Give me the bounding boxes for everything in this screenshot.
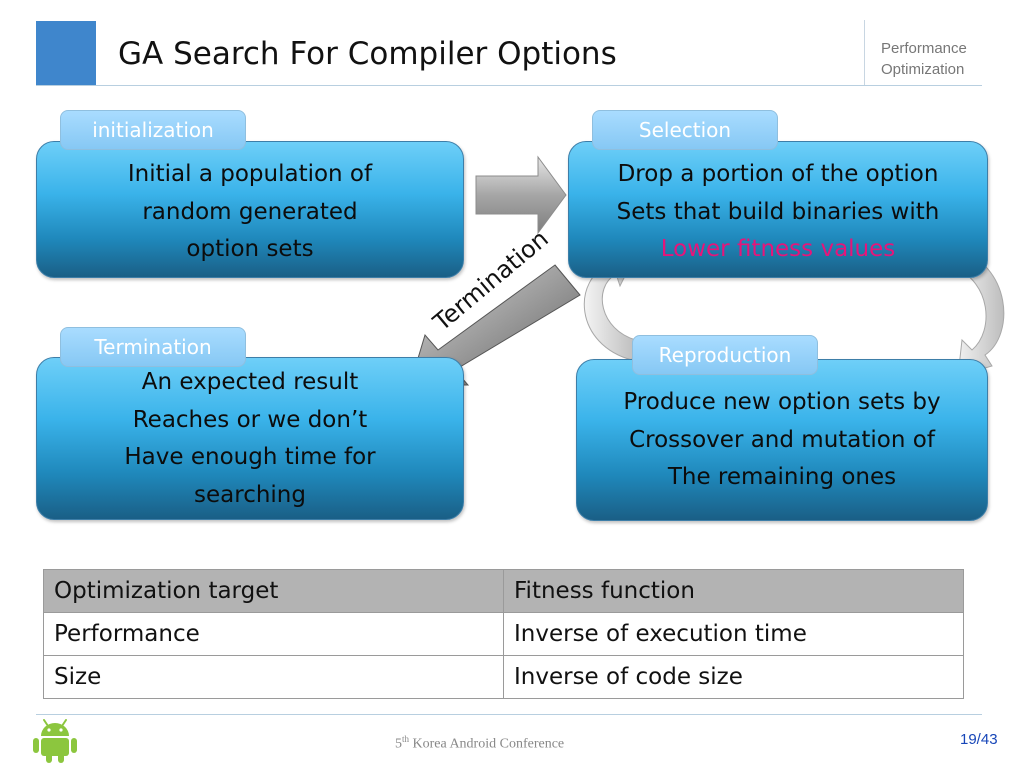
- reproduction-line-2: Crossover and mutation of: [629, 426, 935, 453]
- initialization-line-3: option sets: [186, 236, 314, 262]
- fitness-table: Optimization target Fitness function Per…: [43, 569, 964, 699]
- termination-tab: Termination: [60, 327, 246, 367]
- termination-line-1: An expected result: [141, 369, 359, 395]
- reproduction-line-1: Produce new option sets by: [623, 389, 941, 415]
- selection-line-1: Drop a portion of the option: [617, 161, 939, 187]
- section-label-line2: Optimization: [881, 61, 965, 78]
- right-arrow-icon: [475, 155, 567, 235]
- table-header-row: Optimization target Fitness function: [43, 569, 964, 613]
- table-cell: Performance: [43, 612, 504, 656]
- table-header-cell: Fitness function: [503, 569, 964, 613]
- initialization-box: Initial a population of random generated…: [36, 141, 464, 278]
- initialization-line-2: random generated: [142, 198, 358, 225]
- footer-rule: [36, 714, 982, 715]
- initialization-line-1: Initial a population of: [127, 161, 373, 187]
- table-cell: Inverse of execution time: [503, 612, 964, 656]
- header-rule: [36, 85, 982, 86]
- termination-line-2: Reaches or we don’t: [132, 406, 368, 433]
- page-title: GA Search For Compiler Options: [118, 36, 617, 72]
- page-number: 19/43: [960, 731, 998, 748]
- selection-line-3-highlight: Lower fitness values: [660, 236, 896, 262]
- table-row: Performance Inverse of execution time: [43, 612, 964, 656]
- section-label: Performance Optimization: [881, 38, 967, 80]
- selection-tab: Selection: [592, 110, 778, 150]
- header-divider: [864, 20, 865, 86]
- footer-conference-rest: Korea Android Conference: [409, 736, 565, 752]
- reproduction-box: Produce new option sets by Crossover and…: [576, 359, 988, 521]
- footer-conference-num: 5: [395, 736, 402, 752]
- android-robot-icon: [33, 719, 77, 763]
- selection-line-2: Sets that build binaries with: [616, 198, 940, 225]
- section-label-line1: Performance: [881, 40, 967, 57]
- table-row: Size Inverse of code size: [43, 655, 964, 699]
- table-cell: Size: [43, 655, 504, 699]
- title-accent-block: [36, 21, 96, 85]
- reproduction-line-3: The remaining ones: [667, 464, 897, 490]
- selection-box: Drop a portion of the option Sets that b…: [568, 141, 988, 278]
- footer-conference-sup: th: [402, 734, 410, 744]
- initialization-tab: initialization: [60, 110, 246, 150]
- termination-line-4: searching: [194, 481, 306, 508]
- termination-line-3: Have enough time for: [124, 444, 376, 470]
- reproduction-tab: Reproduction: [632, 335, 818, 375]
- footer-conference: 5th Korea Android Conference: [395, 734, 564, 753]
- termination-box: An expected result Reaches or we don’t H…: [36, 357, 464, 520]
- table-cell: Inverse of code size: [503, 655, 964, 699]
- table-header-cell: Optimization target: [43, 569, 504, 613]
